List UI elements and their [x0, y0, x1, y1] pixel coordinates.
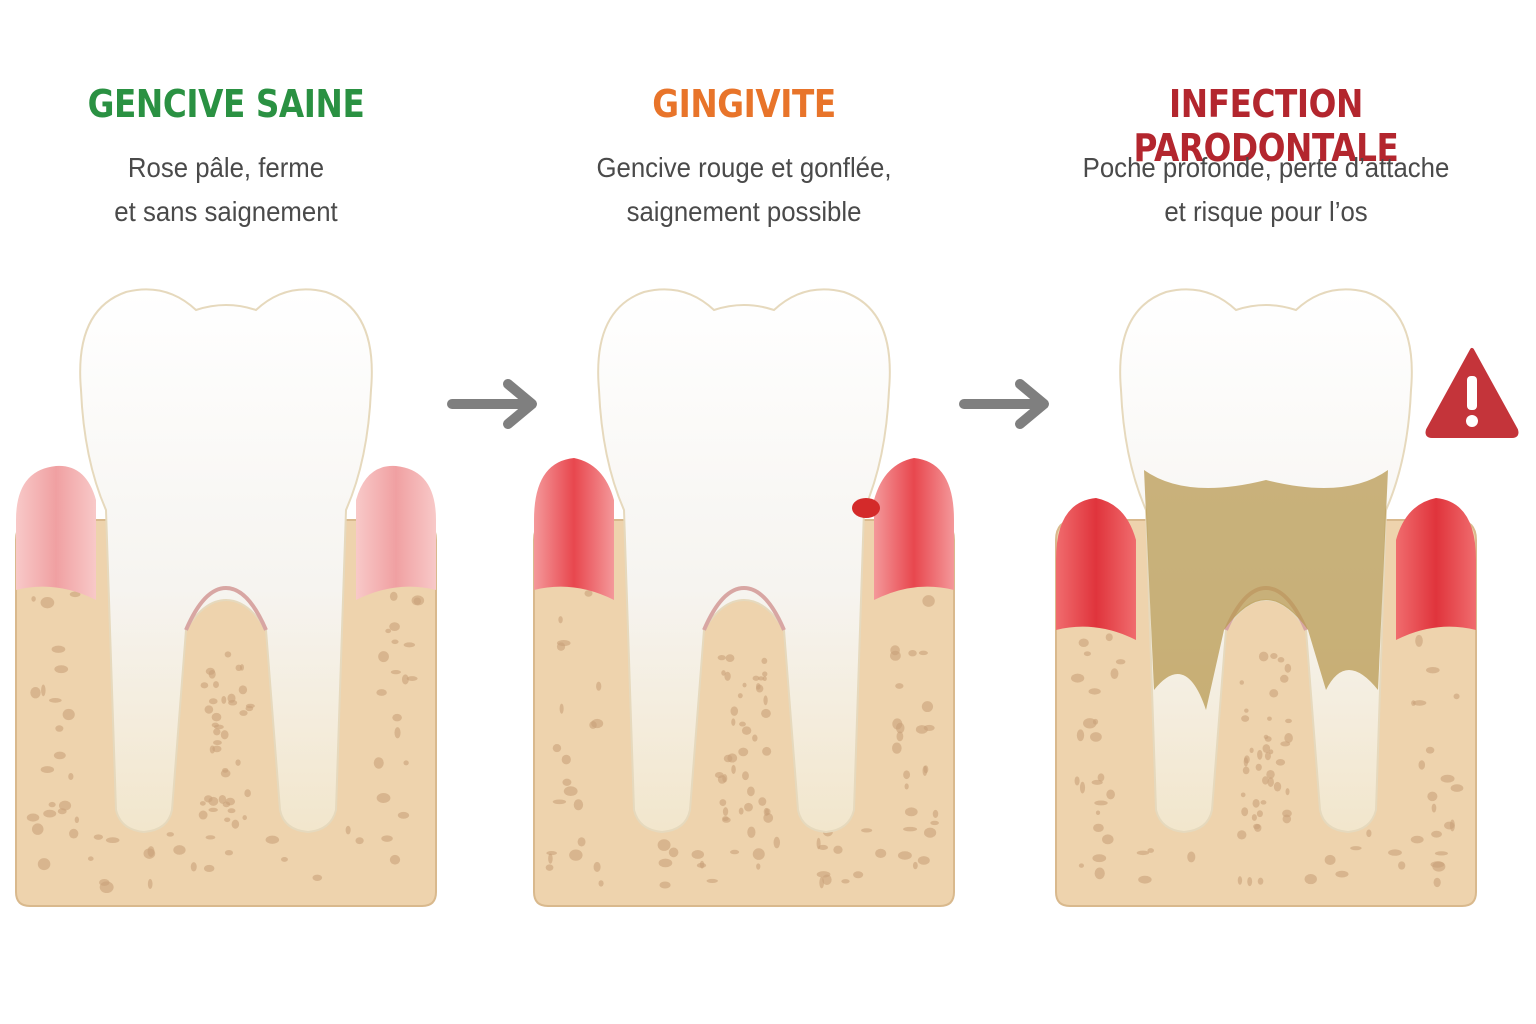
panel-periodontitis: INFECTION PARODONTALE Poche profonde, pe… — [1026, 0, 1506, 1024]
arrow-right-icon — [959, 379, 1049, 429]
warning-triangle-icon — [1425, 348, 1519, 438]
panel-description: Rose pâle, ferme et sans saignement — [0, 146, 466, 234]
gum-right — [356, 465, 436, 600]
tooth-illustration-healthy — [15, 288, 437, 907]
description-line: saignement possible — [626, 196, 862, 227]
tooth — [79, 288, 373, 834]
panel-healthy-gum: GENCIVE SAINE Rose pâle, ferme et sans s… — [0, 0, 466, 1024]
tooth-illustration-gingivitis — [533, 288, 955, 907]
tooth — [597, 288, 891, 834]
description-line: et sans saignement — [114, 196, 338, 227]
bleeding-spot — [852, 498, 880, 518]
gum-right — [1396, 498, 1476, 640]
panel-title: GINGIVITE — [652, 82, 836, 126]
description-line: Gencive rouge et gonflée, — [596, 152, 892, 183]
bone-pores — [545, 568, 940, 889]
panel-title: GENCIVE SAINE — [87, 82, 365, 126]
panel-title: INFECTION PARODONTALE — [1133, 82, 1399, 170]
gum-left — [534, 458, 614, 600]
bone-pores — [26, 569, 425, 894]
periodontal-ligament — [702, 585, 786, 631]
description-line: Poche profonde, perte d’attache — [1082, 152, 1450, 183]
panel-description: Gencive rouge et gonflée, saignement pos… — [504, 146, 984, 234]
panel-gingivitis: GINGIVITE Gencive rouge et gonflée, saig… — [504, 0, 984, 1024]
periodontal-ligament — [184, 585, 268, 631]
gum-right — [874, 458, 954, 600]
gum-left — [1056, 498, 1136, 640]
tooth-illustration-periodontitis — [1055, 288, 1477, 907]
arrow-right-icon — [447, 379, 537, 429]
panel-description: Poche profonde, perte d’attache et risqu… — [1026, 146, 1506, 234]
description-line: Rose pâle, ferme — [127, 152, 325, 183]
description-line: et risque pour l’os — [1164, 196, 1368, 227]
gum-left — [16, 465, 96, 600]
plaque-tartar — [1144, 470, 1388, 710]
